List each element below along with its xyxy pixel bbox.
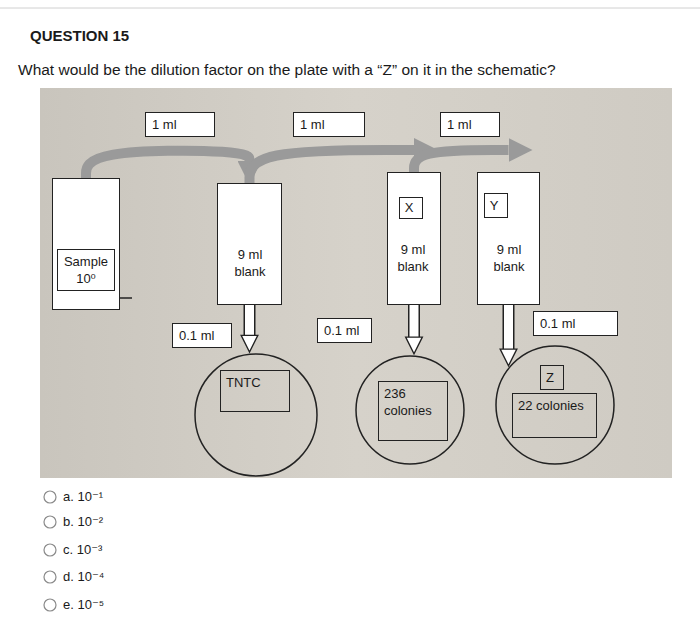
plate-tag: Z xyxy=(540,365,564,390)
plate-outline xyxy=(356,356,464,464)
plate-outline xyxy=(195,354,317,476)
volume-label: 1 ml xyxy=(293,112,365,137)
tube-label: Sample 10⁰ xyxy=(57,249,115,291)
arrow-outline xyxy=(503,305,515,349)
schematic-ground xyxy=(40,88,672,478)
plating-arrow xyxy=(249,305,250,335)
tube-tag: X xyxy=(399,197,423,219)
volume-label: 0.1 ml xyxy=(317,318,372,343)
volume-label: 0.1 ml xyxy=(172,323,232,348)
transfer-arrow xyxy=(86,151,250,178)
sample-tube: Sample 10⁰ xyxy=(52,178,120,310)
tube-tag: Y xyxy=(484,193,508,218)
plate-outline xyxy=(194,353,318,477)
arrow-outline xyxy=(244,305,256,335)
question-heading: QUESTION 15 xyxy=(30,27,129,44)
colony-count: TNTC xyxy=(220,370,290,412)
volume-label: 0.1 ml xyxy=(533,311,618,336)
radio-button xyxy=(44,599,56,611)
dilution-tube: X 9 ml blank xyxy=(387,172,441,305)
tube-text: X xyxy=(400,199,418,216)
plating-arrow xyxy=(245,305,254,335)
dilution-tube: 9 ml blank xyxy=(217,183,282,305)
plate-outline xyxy=(496,346,614,464)
answer-option: b. 10⁻² xyxy=(63,514,103,529)
agar-plate: TNTC xyxy=(194,353,318,477)
radio-button xyxy=(44,544,56,556)
plating-arrow xyxy=(410,305,419,337)
transfer-arrow xyxy=(414,150,509,172)
colony-count: 236 colonies xyxy=(378,381,448,441)
plating-arrow xyxy=(508,305,509,349)
answer-option: e. 10⁻⁵ xyxy=(63,597,104,612)
volume-label: 1 ml xyxy=(440,112,500,137)
dilution-tube: Y 9 ml blank xyxy=(477,172,540,305)
answer-option: d. 10⁻⁴ xyxy=(63,569,104,584)
answer-option: c. 10⁻³ xyxy=(63,542,102,557)
tube-text: 9 ml blank xyxy=(390,241,436,275)
tube-text: 9 ml blank xyxy=(484,241,534,275)
tube-text: 9 ml blank xyxy=(224,246,276,280)
question-text: What would be the dilution factor on the… xyxy=(18,61,556,79)
transfer-arrow xyxy=(86,151,250,178)
radio-button xyxy=(44,571,56,583)
top-rule xyxy=(0,8,700,9)
agar-plate: 236 colonies xyxy=(355,355,465,465)
arrow-outline xyxy=(408,305,420,337)
plating-arrow xyxy=(504,305,513,349)
radio-button xyxy=(44,516,56,528)
tube-text: Y xyxy=(485,197,503,214)
colony-count: 22 colonies xyxy=(512,393,597,438)
volume-label: 1 ml xyxy=(145,112,215,137)
radio-button xyxy=(44,491,56,503)
plating-arrow xyxy=(414,305,415,337)
agar-plate: Z 22 colonies xyxy=(495,345,615,465)
answer-option: a. 10⁻¹ xyxy=(63,489,103,504)
transfer-arrow xyxy=(414,150,509,172)
tube-text: Z xyxy=(541,369,559,386)
